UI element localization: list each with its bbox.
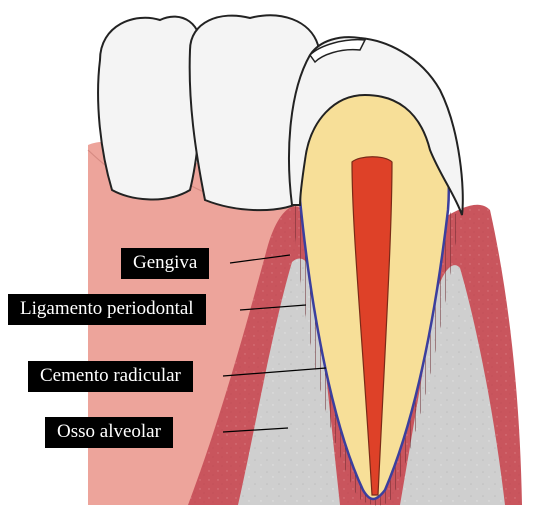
- label-ligamento-periodontal: Ligamento periodontal: [8, 294, 206, 325]
- label-cemento-radicular: Cemento radicular: [28, 361, 193, 392]
- label-gengiva: Gengiva: [121, 248, 209, 279]
- back-tooth-1: [98, 17, 201, 200]
- label-osso-alveolar: Osso alveolar: [45, 417, 173, 448]
